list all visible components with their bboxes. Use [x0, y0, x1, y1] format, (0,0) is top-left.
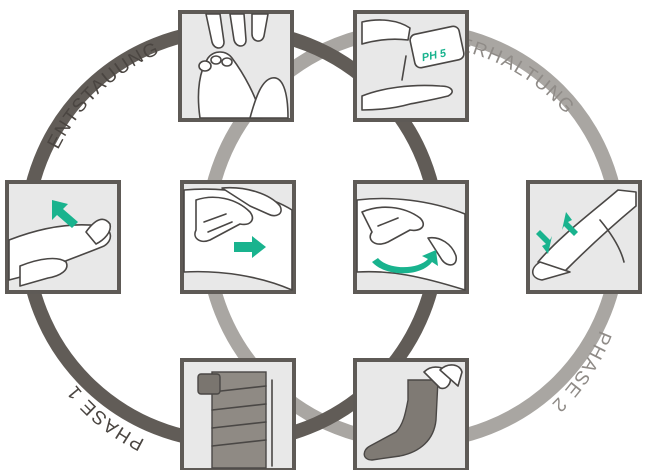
label-entstauung: ENTSTAUUNG	[44, 38, 163, 152]
panel-compression-bandage	[182, 360, 294, 470]
panel-compression-stocking	[355, 360, 467, 470]
panel-circular-massage	[355, 182, 467, 292]
label-entstauung-text: ENTSTAUUNG	[44, 38, 163, 152]
panel-leg-exercise	[528, 182, 640, 292]
panel-leg-drainage	[7, 182, 119, 292]
panel-foot-massage	[180, 12, 292, 120]
label-phase-2: PHASE 2	[547, 328, 615, 416]
panel-skin-care: PH 5	[355, 12, 467, 120]
label-phase-2-text: PHASE 2	[547, 328, 615, 416]
label-erhaltung: ERHALTUNG	[457, 34, 579, 119]
label-erhaltung-text: ERHALTUNG	[457, 34, 579, 119]
panel-thigh-massage	[182, 182, 294, 292]
